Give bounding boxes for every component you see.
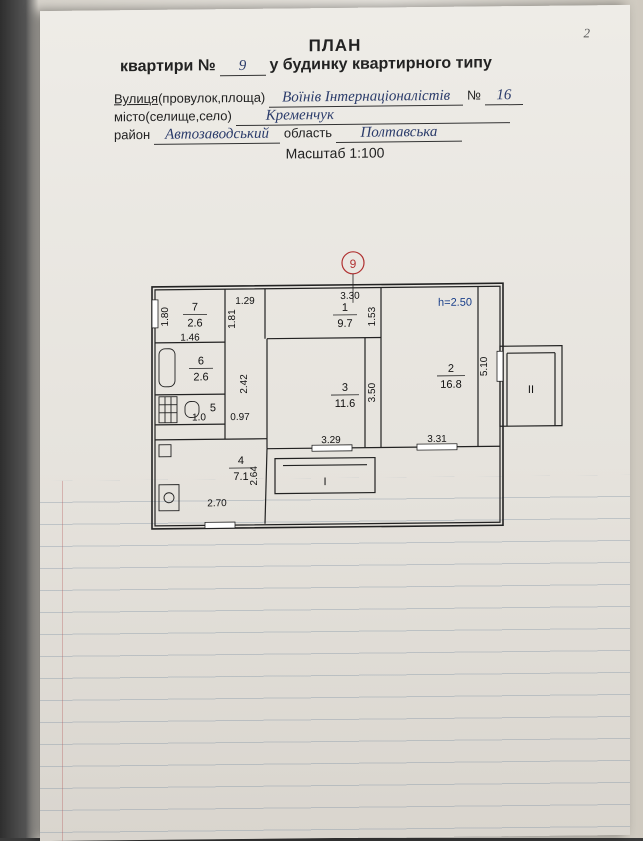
house-label: № [467, 87, 481, 102]
building-type: у будинку квартирного типу [269, 54, 491, 73]
house-number: 16 [485, 87, 523, 105]
margin-line [62, 481, 63, 841]
room-4-area: 7.1 [233, 471, 248, 483]
room-4-number: 4 [238, 455, 244, 467]
dim-3-29: 3.29 [321, 435, 341, 446]
floor-plan: 9 h=2.50 1 9.7 2 16.8 3 11.6 4 7.1 5 6 2… [135, 240, 575, 535]
dim-1-81: 1.81 [227, 309, 238, 329]
document-page: 2 ПЛАН квартири № 9 у будинку квартирног… [40, 5, 630, 841]
region-value: Полтавська [336, 124, 462, 143]
room-7-area: 2.6 [187, 317, 202, 329]
outer-wall [155, 286, 500, 526]
street-label: Вулиця [114, 91, 158, 106]
room-3-area: 11.6 [335, 398, 356, 410]
dim-1-29: 1.29 [235, 296, 255, 307]
scale-label: Масштаб 1:100 [40, 142, 630, 164]
district-line: район Автозаводський область Полтавська [114, 123, 462, 146]
apartment-line: квартири № 9 у будинку квартирного типу [120, 54, 492, 77]
room-5-number: 5 [210, 402, 216, 414]
apartment-label: квартири № [120, 57, 216, 75]
room-6-area: 2.6 [193, 371, 208, 383]
apartment-marker: 9 [350, 257, 357, 271]
dim-3-30: 3.30 [340, 291, 360, 302]
dim-2-64: 2.64 [249, 466, 260, 486]
dim-1-46: 1.46 [180, 332, 200, 343]
apartment-number: 9 [220, 58, 266, 76]
room-1-number: 1 [342, 302, 348, 314]
street-label-rest: (провулок,площа) [158, 90, 265, 106]
room-2-area: 16.8 [440, 379, 461, 391]
balcony-2-label: II [528, 384, 534, 396]
district-value: Автозаводський [154, 126, 280, 145]
ceiling-height: h=2.50 [438, 297, 472, 309]
balcony-1-label: I [323, 476, 326, 488]
room-1-area: 9.7 [337, 318, 352, 330]
room-3-number: 3 [342, 382, 348, 394]
dim-2-42: 2.42 [239, 374, 250, 394]
room-6-number: 6 [198, 355, 204, 367]
dim-5-10: 5.10 [479, 356, 490, 376]
room-2-number: 2 [448, 363, 454, 375]
dim-1-53: 1.53 [367, 306, 378, 326]
city-label: місто(селище,село) [114, 108, 232, 124]
region-label: область [284, 125, 332, 141]
dim-0-97: 0.97 [230, 412, 250, 423]
district-label: район [114, 127, 150, 142]
dim-2-70: 2.70 [207, 498, 227, 509]
room-7-number: 7 [192, 301, 198, 313]
dim-1-80: 1.80 [160, 307, 171, 327]
dim-3-50: 3.50 [367, 382, 378, 402]
dim-3-31: 3.31 [427, 434, 447, 445]
dim-1-0: 1.0 [192, 412, 206, 423]
